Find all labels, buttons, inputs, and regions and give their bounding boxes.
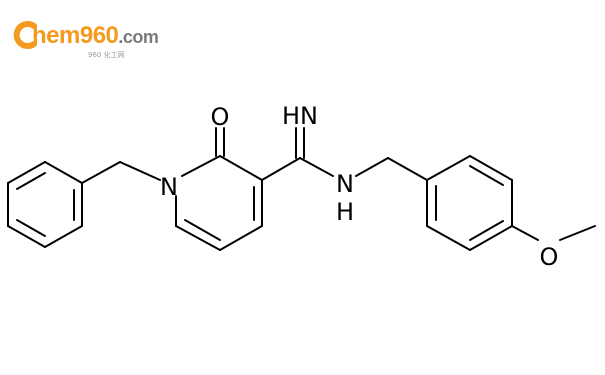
bond bbox=[261, 157, 301, 181]
atom-h-amidine: H bbox=[336, 198, 354, 226]
bond bbox=[44, 225, 83, 248]
bond bbox=[387, 157, 428, 181]
bond bbox=[426, 225, 471, 251]
bond bbox=[44, 161, 83, 184]
bond bbox=[7, 161, 46, 184]
bond bbox=[181, 155, 221, 177]
bond bbox=[7, 225, 46, 248]
atom-n-ring: N bbox=[160, 173, 178, 201]
aromatic-bond bbox=[16, 172, 46, 190]
atom-hn-imine: HN bbox=[282, 102, 318, 130]
aromatic-bond bbox=[469, 165, 504, 186]
chem960-logo[interactable]: hem960.com 960 化工网 bbox=[10, 20, 160, 62]
atom-n-amidine: N bbox=[336, 170, 354, 198]
logo-brand-text: hem960 bbox=[32, 22, 119, 49]
bond-lines bbox=[7, 127, 596, 251]
bond bbox=[559, 225, 596, 241]
atom-labels: O HN N N H O bbox=[160, 102, 558, 271]
bond bbox=[219, 225, 263, 251]
bond bbox=[299, 157, 334, 177]
bond bbox=[426, 155, 471, 181]
logo-domain-text: .com bbox=[118, 27, 159, 47]
bond bbox=[81, 161, 121, 184]
logo-subtitle: 960 化工网 bbox=[88, 51, 125, 59]
bond bbox=[219, 155, 263, 181]
aromatic-bond bbox=[469, 220, 504, 241]
atom-o-methoxy: O bbox=[540, 243, 559, 271]
aromatic-bond bbox=[16, 219, 46, 237]
logo-text: hem960.com bbox=[32, 22, 159, 50]
bond bbox=[511, 225, 539, 241]
bond bbox=[469, 225, 513, 251]
bond bbox=[175, 225, 221, 251]
bond bbox=[355, 157, 389, 177]
double-bond bbox=[184, 219, 221, 241]
chem960-c-logo-icon bbox=[13, 21, 37, 49]
atom-o-carbonyl: O bbox=[211, 103, 230, 131]
bond bbox=[119, 161, 161, 181]
bond bbox=[469, 155, 513, 181]
